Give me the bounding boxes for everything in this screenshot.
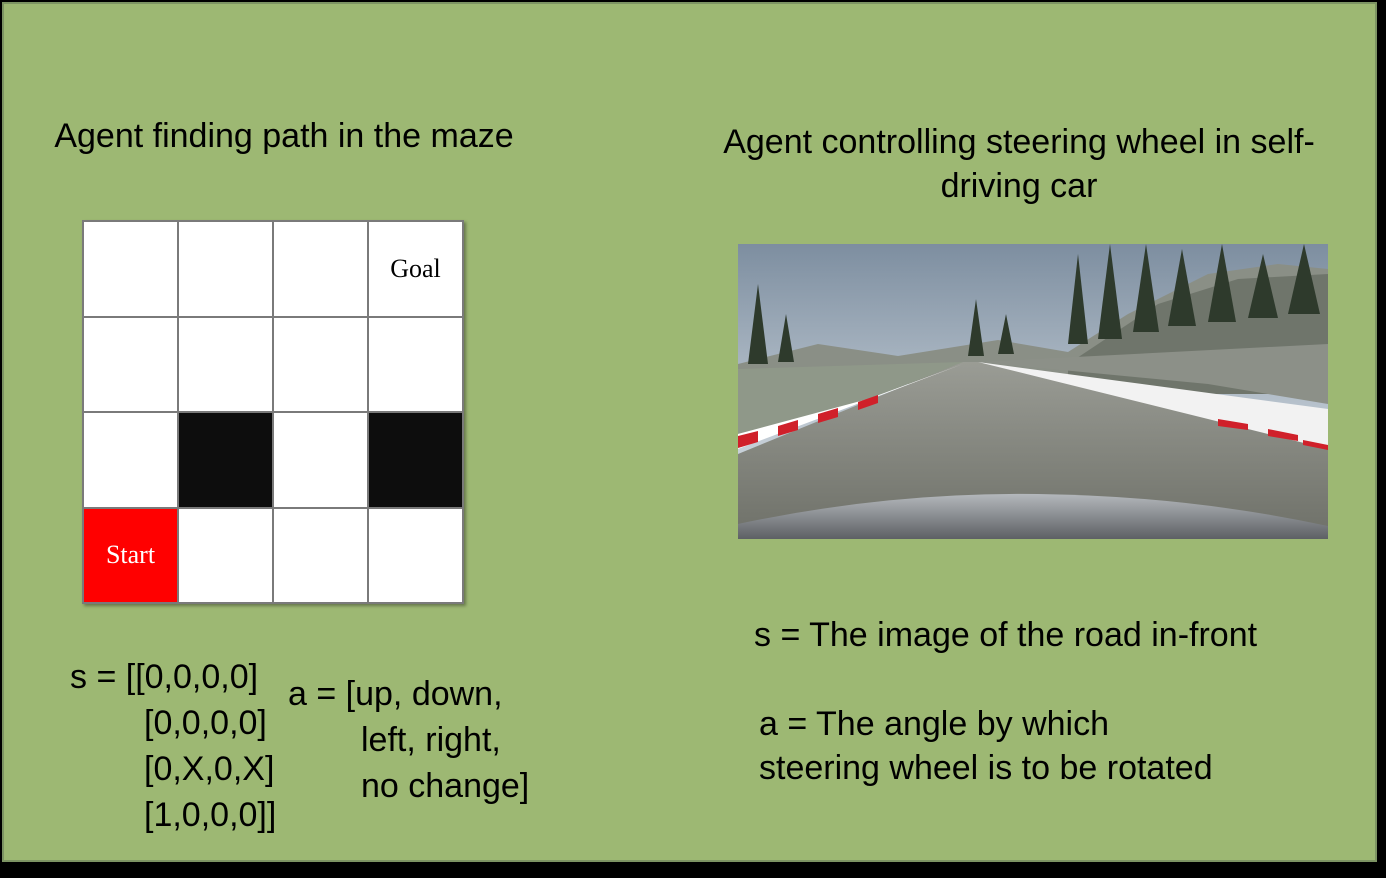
maze-cell xyxy=(179,222,272,316)
state-line: [0,0,0,0] xyxy=(144,704,267,742)
state-line: [0,X,0,X] xyxy=(144,750,275,788)
road-photo xyxy=(738,244,1328,539)
maze-cell xyxy=(179,317,272,411)
maze-cell xyxy=(274,413,367,507)
maze-action-text: a = [up, down, left, right, no change] xyxy=(288,671,529,809)
blocked-cell xyxy=(369,413,462,507)
goal-cell: Goal xyxy=(369,222,462,316)
maze-cell xyxy=(274,222,367,316)
maze-state-text: s = [[0,0,0,0] [0,0,0,0] [0,X,0,X] [1,0,… xyxy=(70,654,276,838)
maze-cell xyxy=(84,413,177,507)
car-state-text: s = The image of the road in-front xyxy=(754,616,1258,654)
action-line: left, right, xyxy=(361,721,501,759)
action-line: steering wheel is to be rotated xyxy=(759,749,1213,787)
state-line: s = [[0,0,0,0] xyxy=(70,658,259,696)
road-image xyxy=(738,244,1328,539)
maze-cell xyxy=(179,508,272,602)
start-cell: Start xyxy=(84,508,177,602)
action-line: no change] xyxy=(361,767,530,805)
car-action-text: a = The angle by which steering wheel is… xyxy=(759,702,1213,790)
maze-cell xyxy=(369,508,462,602)
car-title: Agent controlling steering wheel in self… xyxy=(723,123,1315,205)
action-line: a = The angle by which xyxy=(759,705,1109,743)
maze-cell xyxy=(274,317,367,411)
maze-cell xyxy=(274,508,367,602)
action-line: a = [up, down, xyxy=(288,675,503,713)
slide: Agent finding path in the maze Goal Star… xyxy=(2,2,1377,862)
maze-cell xyxy=(369,317,462,411)
state-line: [1,0,0,0]] xyxy=(144,796,277,834)
maze-cell xyxy=(84,222,177,316)
blocked-cell xyxy=(179,413,272,507)
maze-grid: Goal Start xyxy=(82,220,464,604)
maze-title: Agent finding path in the maze xyxy=(54,117,514,155)
maze-cell xyxy=(84,317,177,411)
